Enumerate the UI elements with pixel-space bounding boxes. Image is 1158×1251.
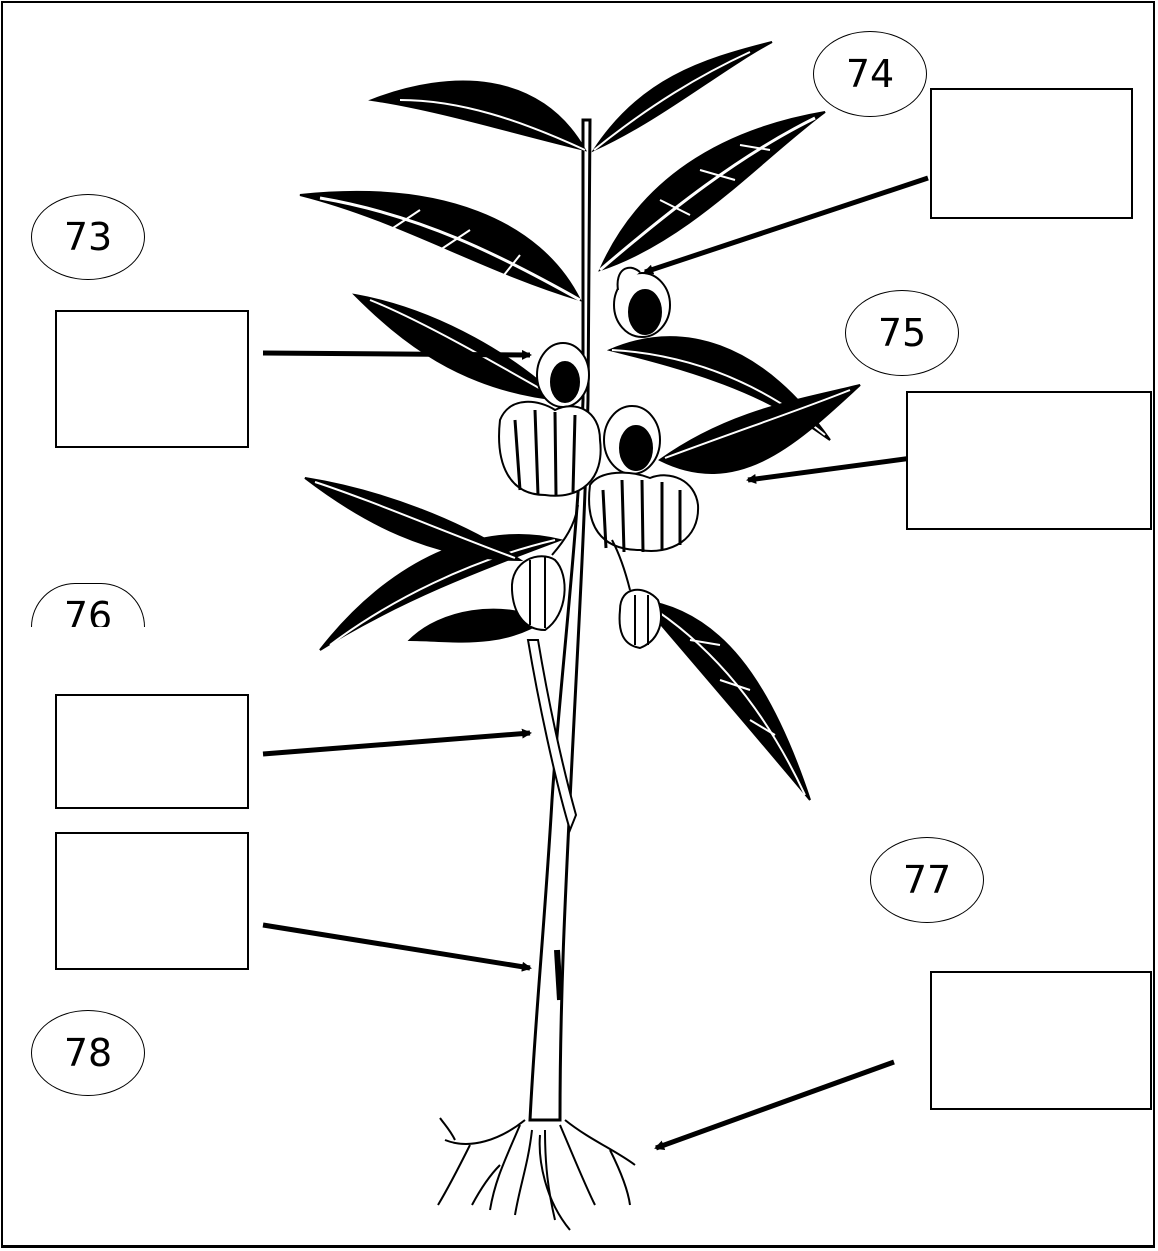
label-number-74: 74 (813, 31, 927, 117)
main-stem (528, 118, 592, 1122)
label-number-78-text: 78 (63, 1031, 113, 1075)
answer-box-77[interactable] (930, 971, 1152, 1110)
label-number-73-text: 73 (63, 215, 113, 259)
arrow-77 (654, 1059, 895, 1151)
flower-upper-right (613, 266, 671, 338)
leaf-lower-inner (407, 608, 548, 643)
pointer-arrows (262, 175, 929, 1151)
flower-bud-left (510, 504, 579, 632)
leaf-lower-right (637, 598, 811, 801)
flower-left (498, 342, 602, 497)
label-number-75-text: 75 (877, 311, 927, 355)
flowers (498, 266, 700, 650)
label-number-77: 77 (870, 837, 984, 923)
roots (437, 1117, 636, 1231)
leaves (299, 41, 861, 801)
answer-box-74[interactable] (930, 88, 1133, 219)
arrow-74 (643, 175, 929, 275)
label-number-76: 76 (31, 583, 145, 627)
flower-bud-right (611, 539, 662, 650)
leaf-upper-left (299, 190, 582, 302)
label-number-76-text: 76 (63, 594, 113, 627)
answer-box-78[interactable] (55, 832, 249, 970)
label-number-75: 75 (845, 290, 959, 376)
leaf-top-right (591, 41, 773, 153)
label-number-74-text: 74 (845, 52, 895, 96)
label-number-78: 78 (31, 1010, 145, 1096)
answer-box-73[interactable] (55, 310, 249, 448)
arrow-78 (262, 922, 532, 972)
leaf-right-large (658, 384, 861, 474)
label-number-73: 73 (31, 194, 145, 280)
label-number-77-text: 77 (902, 858, 952, 902)
side-branch (526, 639, 578, 834)
flower-right (588, 405, 700, 553)
answer-box-75[interactable] (906, 391, 1152, 530)
arrow-73 (262, 349, 532, 360)
answer-box-76[interactable] (55, 694, 249, 809)
leaf-upper-right (598, 111, 826, 272)
arrow-75 (746, 453, 928, 484)
leaf-mid-left (352, 293, 563, 402)
arrow-76 (262, 728, 532, 757)
leaf-top-left (368, 80, 587, 152)
leaf-mid-right (606, 336, 831, 441)
